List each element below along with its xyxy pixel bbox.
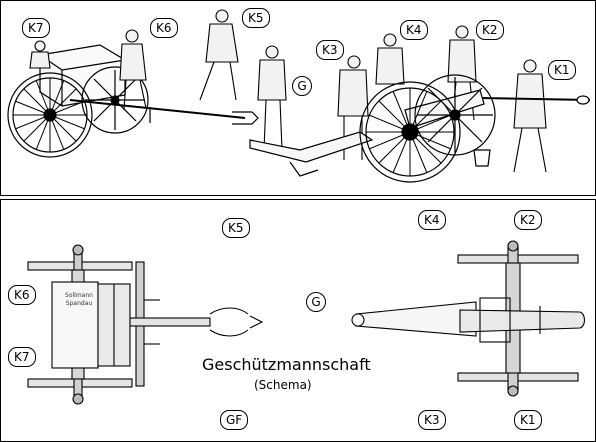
- cannon-illustration: [249, 74, 591, 183]
- label-gf-schema: GF: [220, 410, 249, 430]
- label-k6-top: K6: [150, 18, 178, 38]
- label-k2-top: K2: [476, 20, 504, 40]
- label-g-schema: G: [306, 292, 326, 312]
- limber-plan: [27, 244, 264, 405]
- limber-chest-lettering: Sollmann Spandau: [65, 292, 93, 307]
- label-k7-schema: K7: [8, 347, 36, 367]
- label-k3-schema: K3: [418, 410, 446, 430]
- crew-figures: [29, 9, 547, 173]
- label-k4-schema: K4: [418, 210, 446, 230]
- limber-illustration: [7, 44, 259, 158]
- label-k6-schema: K6: [8, 285, 36, 305]
- cannon-plan: [351, 240, 586, 397]
- label-g-top: G: [292, 76, 312, 96]
- label-k2-schema: K2: [514, 210, 542, 230]
- label-k1-top: K1: [548, 60, 576, 80]
- label-k1-schema: K1: [514, 410, 542, 430]
- diagram-subtitle: (Schema): [254, 378, 312, 392]
- label-k3-top: K3: [316, 40, 344, 60]
- label-k5-top: K5: [242, 8, 270, 28]
- label-k4-top: K4: [400, 20, 428, 40]
- label-k5-schema: K5: [222, 218, 250, 238]
- diagram-title: Geschützmannschaft: [202, 355, 371, 374]
- label-k7-top: K7: [22, 18, 50, 38]
